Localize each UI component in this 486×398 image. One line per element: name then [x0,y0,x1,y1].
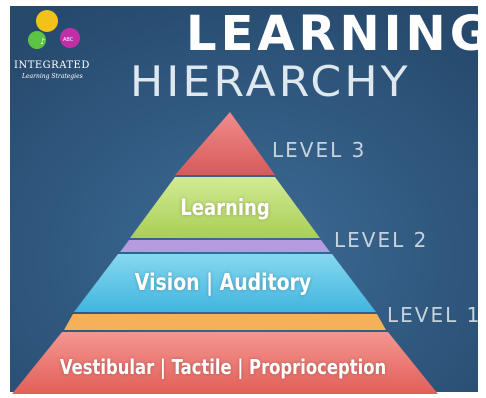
logo-magenta-circle [60,28,80,48]
logo-name: INTEGRATED [14,60,90,71]
title-learning: LEARNING [186,6,486,62]
logo-green-circle [28,31,46,49]
tier-base [12,332,438,394]
tier-level-1 [74,254,376,312]
title-hierarchy: HIERARCHY [130,57,411,106]
logo-mark: ♪ ABC [28,10,80,49]
level-1-label: LEVEL 1 [387,303,482,327]
tier-vision-auditory-text: Vision | Auditory [134,270,312,296]
tier-level-2 [130,177,320,238]
band-orange [64,314,386,330]
tier-learning-text: Learning [180,196,270,221]
logo-tagline: Learning Strategies [22,73,83,80]
level-3-label: LEVEL 3 [272,138,367,162]
level-2-label: LEVEL 2 [334,228,429,252]
logo-music-icon: ♪ [40,37,45,46]
band-purple [120,240,330,252]
tier-vestibular-text: Vestibular | Tactile | Proprioception [59,355,387,379]
logo-yellow-circle [36,10,58,32]
tier-level-3 [175,112,275,175]
logo-abc-label: ABC [63,37,74,43]
